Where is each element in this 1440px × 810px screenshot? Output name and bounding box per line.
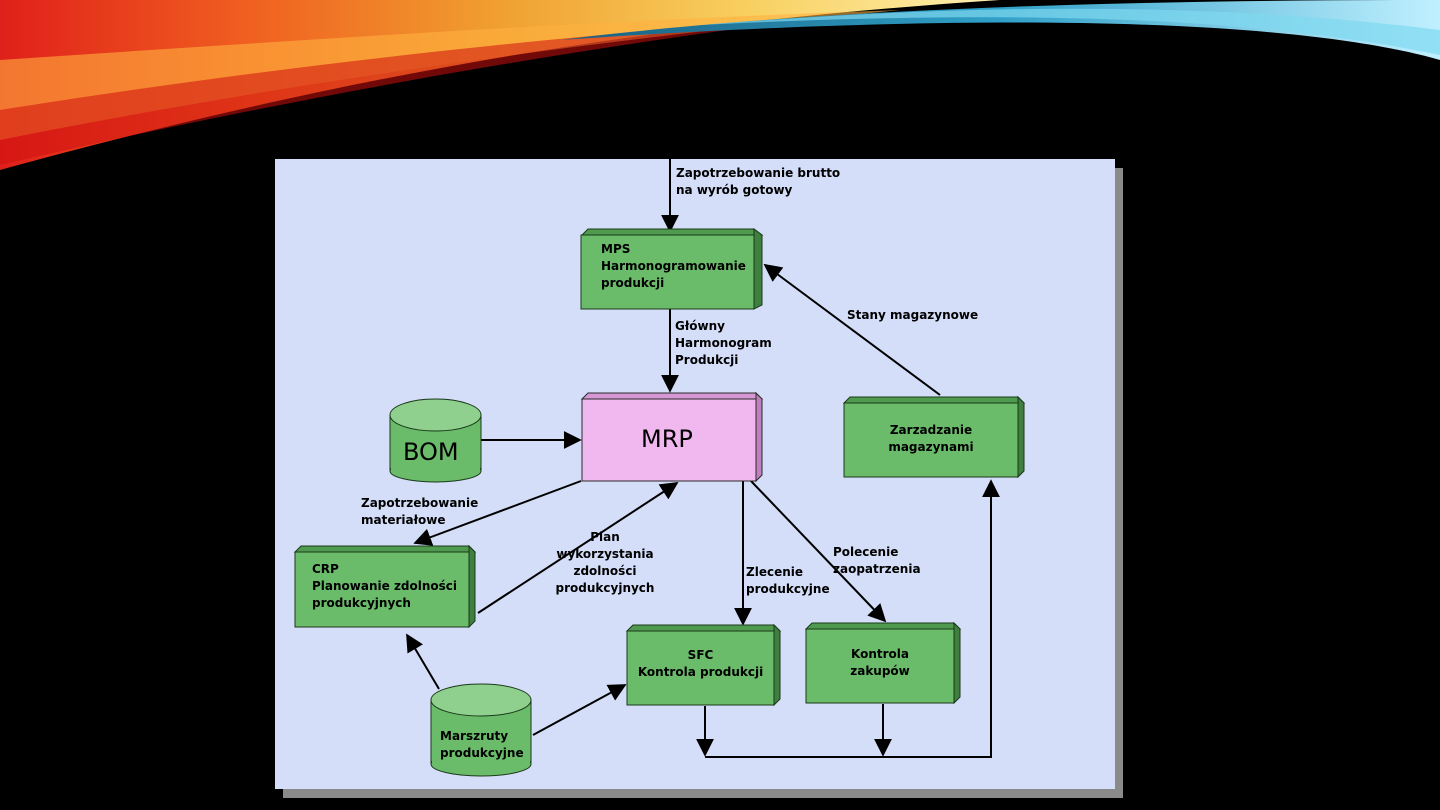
- mps-label: MPS Harmonogramowanie produkcji: [601, 242, 746, 290]
- sfc-label: SFC Kontrola produkcji: [637, 648, 764, 679]
- arrow-crp-to-mrp: [477, 482, 679, 614]
- bom-cylinder: [389, 398, 482, 483]
- edge-label-plan-wykorzystania: Plan wykorzystania zdolności produkcyjny…: [555, 530, 655, 595]
- bom-label: BOM: [403, 438, 459, 466]
- arrow-zarzadzanie-to-mps: [763, 263, 941, 396]
- kontrola-zakupow-box: [804, 621, 962, 705]
- arrow-bottom-to-zarzadzanie: [705, 479, 1000, 758]
- decorative-banner: [0, 0, 1440, 170]
- edge-label-glowny-harmonogram: Główny Harmonogram Produkcji: [675, 319, 772, 367]
- zarzadzanie-label: Zarzadzanie magazynami: [888, 423, 974, 454]
- marszruty-cylinder: [430, 683, 532, 777]
- arrow-marszruty-to-crp: [406, 633, 440, 690]
- mrp-label: MRP: [641, 425, 693, 453]
- mrp-box: [580, 391, 764, 483]
- zarzadzanie-box: [842, 395, 1026, 479]
- crp-box: [293, 544, 477, 629]
- mps-box: [580, 228, 764, 310]
- diagram-graphics: [293, 159, 1026, 777]
- edge-label-polecenie-zaopatrzenia: Polecenie zaopatrzenia: [833, 545, 921, 576]
- edge-label-zlecenie-produkcyjne: Zlecenie produkcyjne: [746, 565, 830, 596]
- arrow-mrp-to-zakupy: [750, 480, 887, 623]
- edge-label-zapotrzebowanie-brutto: Zapotrzebowanie brutto na wyrób gotowy: [676, 166, 841, 197]
- edge-label-zapotrzebowanie-materialowe: Zapotrzebowanie materiałowe: [361, 496, 479, 527]
- sfc-box: [625, 623, 782, 707]
- kontrola-zakupow-label: Kontrola zakupów: [850, 647, 910, 678]
- arrow-marszruty-to-sfc: [532, 684, 627, 736]
- marszruty-label: Marszruty produkcyjne: [440, 729, 524, 760]
- crp-label: CRP Planowanie zdolności produkcyjnych: [312, 562, 458, 610]
- mrp-diagram: MPS Harmonogramowanie produkcji MRP Zarz…: [275, 159, 1115, 789]
- arrow-mrp-to-crp: [413, 480, 582, 546]
- edge-label-stany-magazynowe: Stany magazynowe: [847, 308, 979, 322]
